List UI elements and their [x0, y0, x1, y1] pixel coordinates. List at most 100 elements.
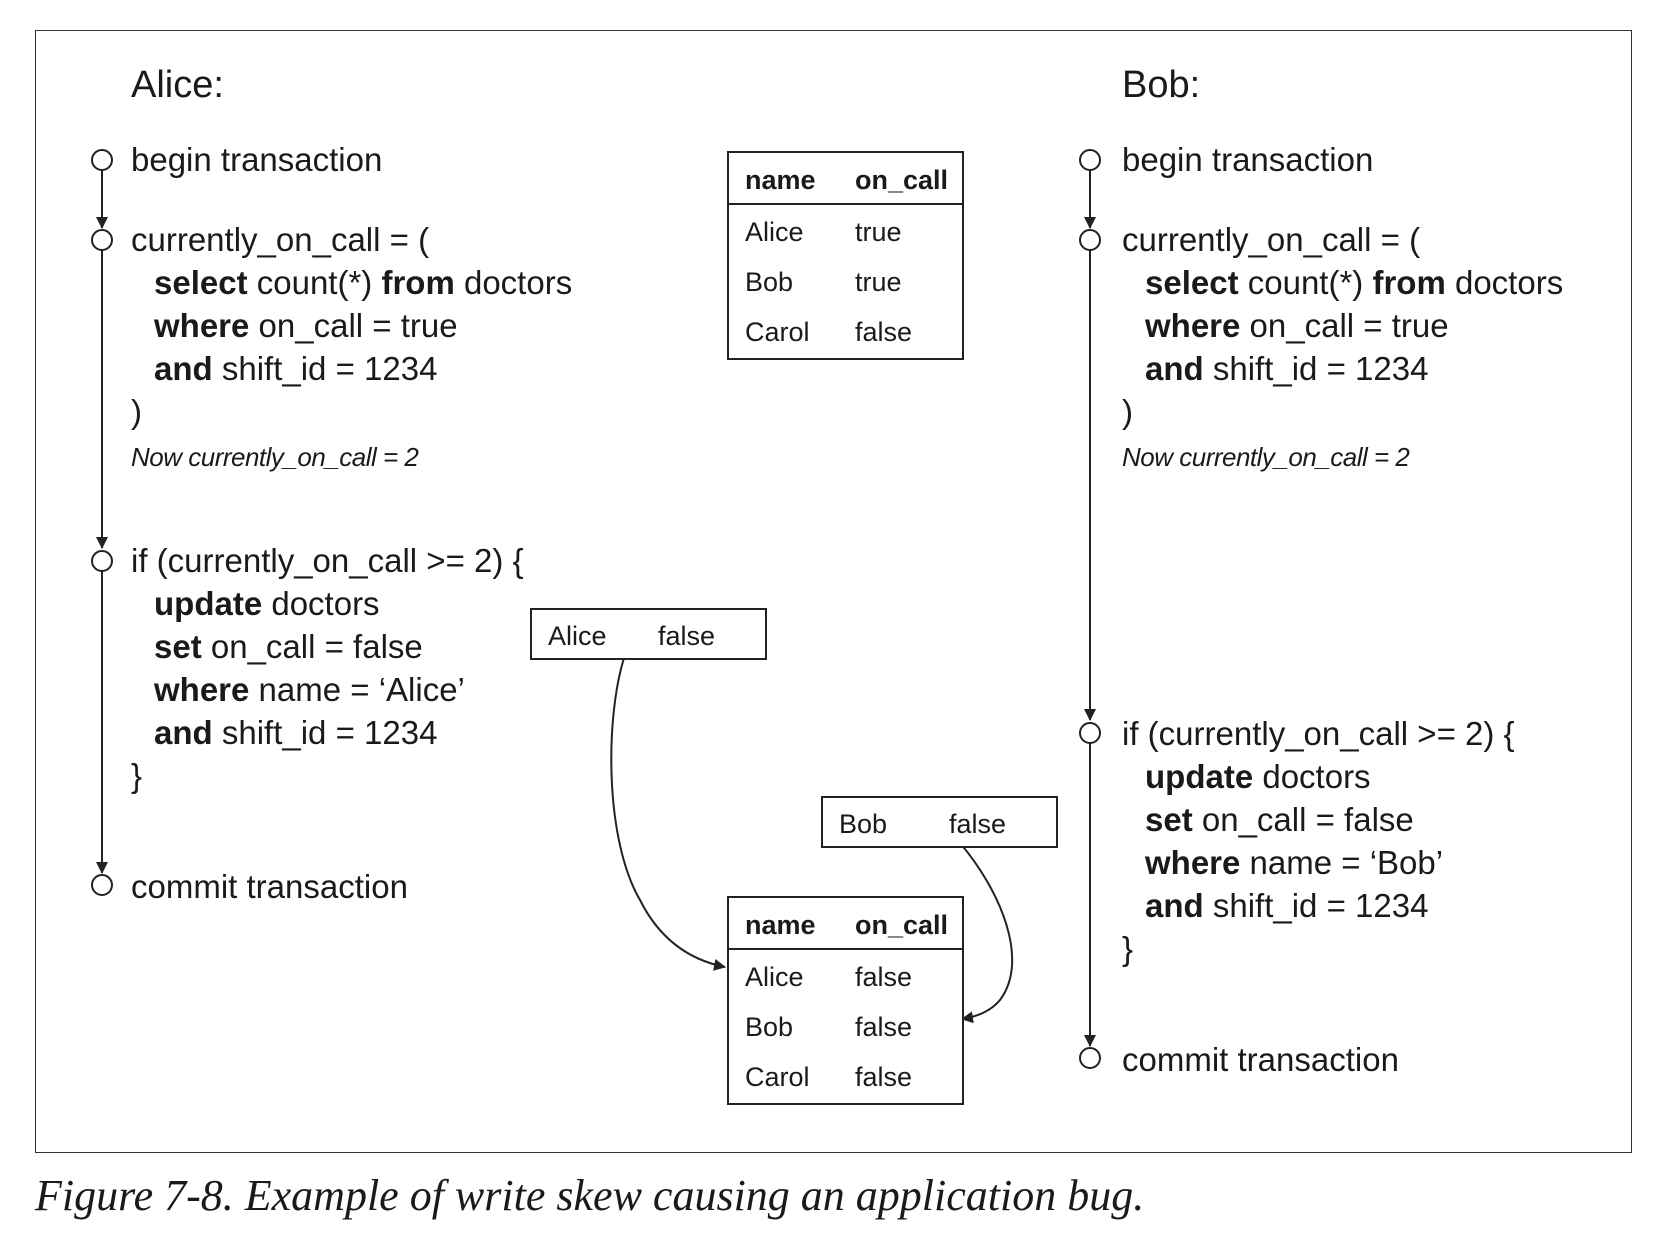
doctors-table-after: name on_call Alice false Bob false Carol… — [727, 896, 964, 1105]
alice-write-box: Alice false — [530, 608, 767, 660]
header-on-call: on_call — [855, 910, 949, 940]
bob-if-line: if (currently_on_call >= 2) { — [1122, 715, 1515, 752]
write-name: Alice — [548, 621, 607, 651]
bob-set-line: set on_call = false — [1145, 803, 1414, 836]
bob-timeline — [1079, 149, 1101, 1069]
sql-keyword: select — [154, 264, 248, 301]
sql-text: shift_id = 1234 — [1203, 350, 1429, 387]
sql-text: on_call = true — [1240, 307, 1449, 344]
table-row: Carol false — [729, 1050, 962, 1100]
bob-write-box: Bob false — [821, 796, 1058, 848]
alice-begin-step: begin transaction — [131, 141, 383, 178]
header-on-call: on_call — [855, 165, 949, 195]
header-name: name — [745, 165, 816, 195]
cell-on-call: false — [855, 1062, 913, 1092]
bob-assign-line: currently_on_call = ( — [1122, 221, 1421, 258]
alice-heading: Alice: — [131, 64, 224, 106]
alice-and-shift-line: and shift_id = 1234 — [154, 716, 437, 749]
bob-and-line: and shift_id = 1234 — [1145, 352, 1428, 385]
sql-keyword: select — [1145, 264, 1239, 301]
sql-text: doctors — [1445, 264, 1564, 301]
cell-on-call: false — [855, 1012, 913, 1042]
write-name: Bob — [839, 809, 888, 839]
alice-note: Now currently_on_call = 2 — [131, 442, 419, 472]
cell-on-call: false — [855, 317, 913, 347]
bob-commit-step: commit transaction — [1122, 1041, 1399, 1078]
alice-set-line: set on_call = false — [154, 630, 423, 663]
figure-frame — [35, 30, 1632, 1153]
sql-text: doctors — [1253, 758, 1371, 795]
cell-on-call: true — [855, 217, 902, 247]
write-value: false — [658, 621, 716, 651]
alice-where-name-line: where name = ‘Alice’ — [154, 673, 465, 706]
table-header: name on_call — [729, 153, 962, 205]
bob-begin-step: begin transaction — [1122, 141, 1374, 178]
alice-commit-step: commit transaction — [131, 868, 408, 905]
sql-keyword: where — [1145, 307, 1241, 344]
bob-where-name-line: where name = ‘Bob’ — [1145, 846, 1443, 879]
sql-text: on_call = false — [201, 628, 423, 665]
table-row: Bob false — [729, 1000, 962, 1050]
cell-name: Alice — [745, 217, 804, 247]
sql-keyword: and — [154, 350, 213, 387]
sql-text: doctors — [454, 264, 573, 301]
sql-keyword: from — [1372, 264, 1446, 301]
bob-close-brace: } — [1122, 930, 1134, 967]
sql-keyword: update — [1145, 758, 1254, 795]
table-header: name on_call — [729, 898, 962, 950]
sql-text: shift_id = 1234 — [1203, 887, 1429, 924]
alice-where-line: where on_call = true — [154, 309, 458, 342]
sql-keyword: set — [1145, 801, 1193, 838]
bob-close-paren: ) — [1122, 393, 1133, 430]
sql-keyword: update — [154, 585, 263, 622]
sql-keyword: from — [381, 264, 455, 301]
cell-name: Carol — [745, 1062, 810, 1092]
cell-name: Alice — [745, 962, 804, 992]
cell-name: Bob — [745, 1012, 794, 1042]
bob-heading: Bob: — [1122, 64, 1201, 106]
bob-note: Now currently_on_call = 2 — [1122, 442, 1410, 472]
sql-keyword: where — [1145, 844, 1241, 881]
figure-caption: Figure 7-8. Example of write skew causin… — [35, 1171, 1145, 1220]
sql-keyword: and — [154, 714, 213, 751]
sql-keyword: set — [154, 628, 202, 665]
alice-timeline — [91, 149, 113, 896]
sql-text: shift_id = 1234 — [212, 350, 438, 387]
sql-text: name = ‘Bob’ — [1240, 844, 1444, 881]
alice-if-line: if (currently_on_call >= 2) { — [131, 542, 524, 579]
alice-close-brace: } — [131, 757, 143, 794]
cell-name: Carol — [745, 317, 810, 347]
bob-and-shift-line: and shift_id = 1234 — [1145, 889, 1428, 922]
header-name: name — [745, 910, 816, 940]
doctors-table-before: name on_call Alice true Bob true Carol f… — [727, 151, 964, 360]
alice-close-paren: ) — [131, 393, 142, 430]
alice-write-arrow — [610, 657, 726, 971]
sql-text: on_call = true — [249, 307, 458, 344]
alice-select-line: select count(*) from doctors — [154, 266, 572, 299]
alice-and-line: and shift_id = 1234 — [154, 352, 437, 385]
sql-text: count(*) — [247, 264, 382, 301]
cell-name: Bob — [745, 267, 794, 297]
cell-on-call: true — [855, 267, 902, 297]
cell-on-call: false — [855, 962, 913, 992]
sql-text: count(*) — [1238, 264, 1373, 301]
sql-keyword: and — [1145, 350, 1204, 387]
alice-update-line: update doctors — [154, 587, 380, 620]
sql-keyword: where — [154, 307, 250, 344]
sql-text: on_call = false — [1192, 801, 1414, 838]
sql-keyword: and — [1145, 887, 1204, 924]
sql-text: doctors — [262, 585, 380, 622]
sql-text: name = ‘Alice’ — [249, 671, 465, 708]
table-row: Carol false — [729, 305, 962, 355]
alice-assign-line: currently_on_call = ( — [131, 221, 430, 258]
write-value: false — [949, 809, 1007, 839]
sql-keyword: where — [154, 671, 250, 708]
table-row: Bob true — [729, 255, 962, 305]
bob-where-line: where on_call = true — [1145, 309, 1449, 342]
bob-update-line: update doctors — [1145, 760, 1371, 793]
sql-text: shift_id = 1234 — [212, 714, 438, 751]
bob-select-line: select count(*) from doctors — [1145, 266, 1563, 299]
table-row: Alice true — [729, 205, 962, 255]
bob-write-arrow — [959, 842, 1014, 1024]
